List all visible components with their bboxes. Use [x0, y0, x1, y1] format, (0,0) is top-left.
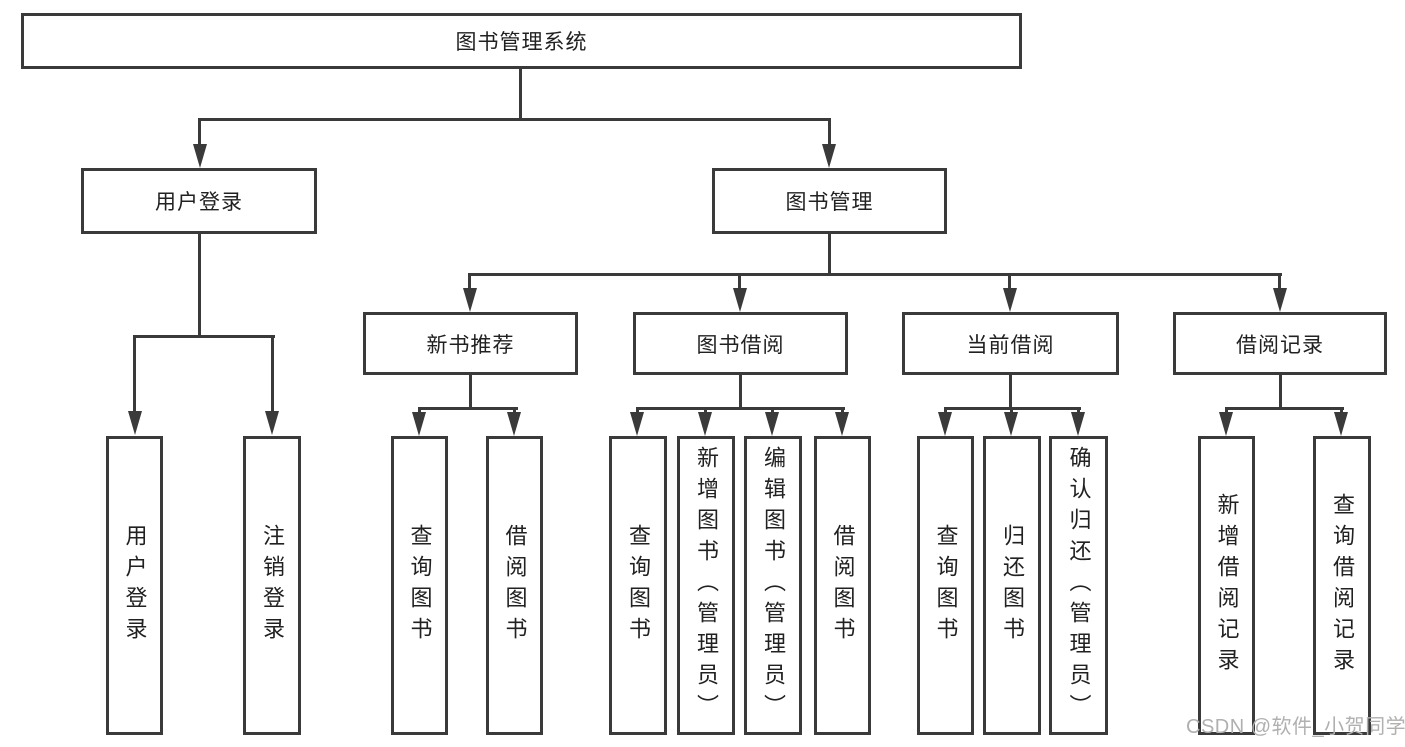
node-label: 用户登录 — [122, 523, 148, 648]
arrow-down-icon — [765, 412, 779, 436]
arrow-down-icon — [193, 144, 207, 168]
node-borrow-books: 借阅图书 — [814, 436, 871, 735]
node-label: 新增借阅记录 — [1214, 492, 1240, 679]
arrow-down-icon — [822, 144, 836, 168]
node-label: 图书管理系统 — [455, 31, 588, 54]
node-label: 注销登录 — [260, 523, 285, 648]
connector-line — [1279, 375, 1282, 409]
node-query-books-borrowing: 查询图书 — [609, 436, 667, 735]
node-label: 当前借阅 — [966, 333, 1055, 357]
node-label: 新书推荐 — [426, 333, 515, 357]
connector-line — [1008, 273, 1011, 291]
connector-line — [1278, 273, 1281, 291]
arrow-down-icon — [463, 288, 477, 312]
node-query-books-recommend: 查询图书 — [391, 436, 448, 735]
connector-line — [133, 335, 136, 415]
connector-line — [271, 335, 274, 415]
node-new-book-recommendation: 新书推荐 — [363, 312, 578, 375]
node-add-book-admin: 新增图书（管理员） — [677, 436, 735, 735]
node-label: 查询图书 — [407, 523, 433, 648]
arrow-down-icon — [733, 288, 747, 312]
node-label: 图书管理 — [785, 191, 874, 214]
connector-line — [519, 69, 522, 121]
node-user-login-leaf: 用户登录 — [106, 436, 163, 735]
node-label: 查询图书 — [933, 523, 959, 648]
node-library-management-system: 图书管理系统 — [21, 13, 1022, 69]
node-query-borrow-record: 查询借阅记录 — [1313, 436, 1371, 735]
node-borrow-books-recommend: 借阅图书 — [486, 436, 543, 735]
node-logout: 注销登录 — [243, 436, 301, 735]
connector-line — [198, 118, 831, 121]
connector-line — [738, 273, 741, 291]
connector-line — [469, 375, 472, 409]
node-label: 借阅图书 — [830, 523, 856, 648]
arrow-down-icon — [128, 411, 142, 435]
node-label: 用户登录 — [155, 191, 243, 214]
node-label: 借阅记录 — [1236, 333, 1324, 357]
arrow-down-icon — [1334, 412, 1348, 436]
node-user-login: 用户登录 — [81, 168, 317, 234]
connector-line — [469, 273, 1282, 276]
connector-line — [133, 335, 275, 338]
node-label: 图书借阅 — [696, 333, 785, 357]
node-label: 查询借阅记录 — [1330, 492, 1355, 679]
connector-line — [828, 234, 831, 276]
arrow-down-icon — [1219, 412, 1233, 436]
connector-line — [418, 407, 518, 410]
node-current-borrowing: 当前借阅 — [902, 312, 1119, 375]
connector-line — [828, 118, 831, 148]
node-label: 借阅图书 — [502, 523, 528, 648]
arrow-down-icon — [507, 412, 521, 436]
arrow-down-icon — [1004, 412, 1018, 436]
node-book-borrowing: 图书借阅 — [633, 312, 848, 375]
csdn-watermark: CSDN @软件_小贺同学 — [1186, 716, 1405, 738]
connector-line — [198, 118, 201, 148]
node-book-management: 图书管理 — [712, 168, 947, 234]
node-label: 确认归还（管理员） — [1066, 446, 1092, 725]
arrow-down-icon — [630, 412, 644, 436]
arrow-down-icon — [412, 412, 426, 436]
connector-line — [636, 407, 845, 410]
arrow-down-icon — [265, 411, 279, 435]
arrow-down-icon — [835, 412, 849, 436]
node-label: 新增图书（管理员） — [694, 446, 719, 725]
connector-line — [739, 375, 742, 409]
connector-line — [1225, 407, 1344, 410]
arrow-down-icon — [698, 412, 712, 436]
node-borrowing-records: 借阅记录 — [1173, 312, 1387, 375]
arrow-down-icon — [1273, 288, 1287, 312]
node-query-books-current: 查询图书 — [917, 436, 974, 735]
arrow-down-icon — [1071, 412, 1085, 436]
arrow-down-icon — [1003, 288, 1017, 312]
node-label: 查询图书 — [626, 523, 651, 648]
node-confirm-return-admin: 确认归还（管理员） — [1049, 436, 1108, 735]
connector-line — [468, 273, 471, 291]
node-add-borrow-record: 新增借阅记录 — [1198, 436, 1255, 735]
arrow-down-icon — [938, 412, 952, 436]
connector-line — [1009, 375, 1012, 409]
node-return-books: 归还图书 — [983, 436, 1041, 735]
node-label: 编辑图书（管理员） — [761, 446, 786, 725]
connector-line — [198, 234, 201, 338]
node-edit-book-admin: 编辑图书（管理员） — [744, 436, 802, 735]
node-label: 归还图书 — [1000, 523, 1025, 648]
